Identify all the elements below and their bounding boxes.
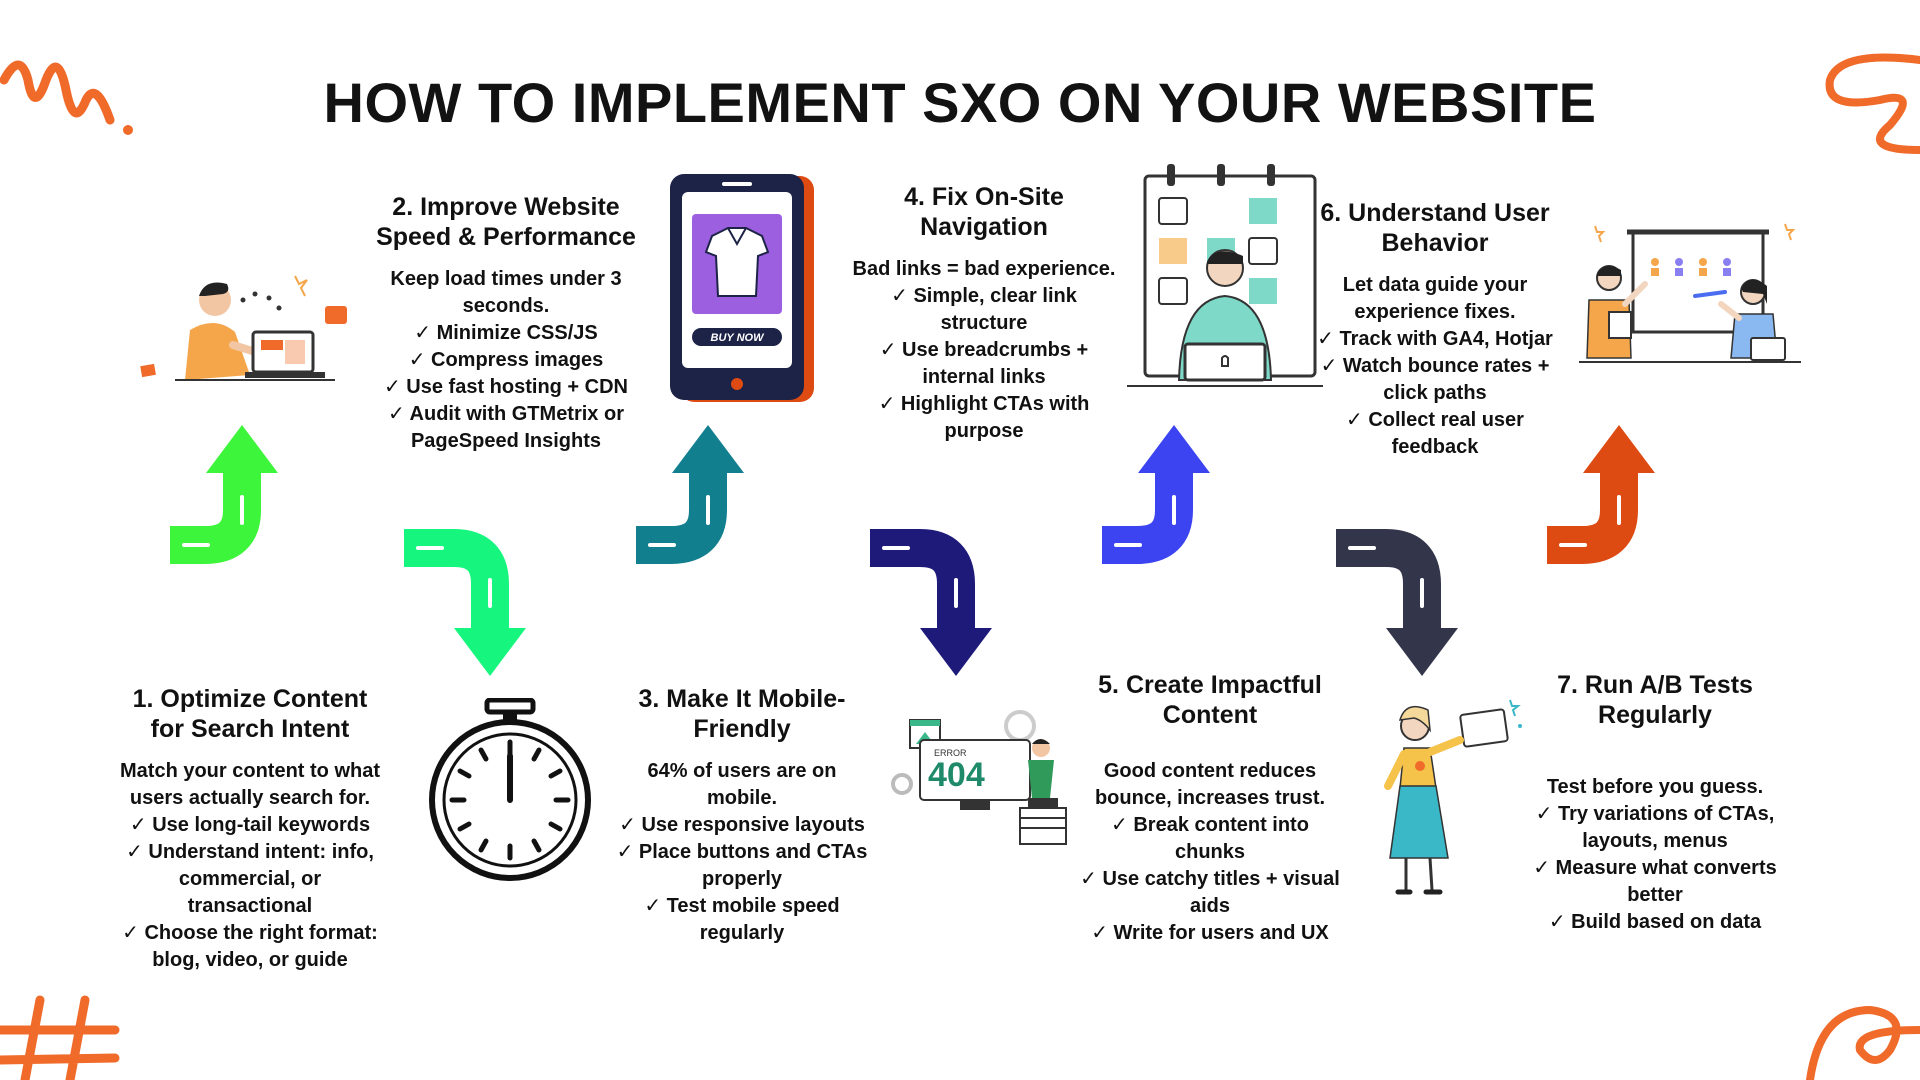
step-3: 3. Make It Mobile- Friendly 64% of users… bbox=[592, 684, 892, 947]
corner-squiggle-top-right bbox=[1825, 53, 1920, 154]
step-1: 1. Optimize Content for Search Intent Ma… bbox=[100, 684, 400, 974]
road-arrow-down-4 bbox=[870, 529, 992, 676]
step-heading: 4. Fix On-Site Navigation bbox=[904, 183, 1064, 241]
step-body: 64% of users are on mobile. ✓ Use respon… bbox=[616, 760, 868, 944]
step-heading: 6. Understand User Behavior bbox=[1320, 199, 1550, 257]
corner-curl-bottom-right bbox=[1806, 1005, 1920, 1080]
road-arrow-up-1 bbox=[170, 425, 278, 564]
corner-squiggle-top-left bbox=[0, 60, 133, 135]
error-code: 404 bbox=[928, 756, 985, 794]
road-arrow-up-3 bbox=[636, 425, 744, 564]
step-body: Test before you guess. ✓ Try variations … bbox=[1533, 776, 1777, 933]
step-5: 5. Create Impactful Content Good content… bbox=[1060, 670, 1360, 947]
road-arrow-up-7 bbox=[1547, 425, 1655, 564]
error-label: ERROR bbox=[934, 748, 967, 758]
road-arrow-down-2 bbox=[404, 529, 526, 676]
step-heading: 5. Create Impactful Content bbox=[1098, 671, 1322, 729]
person-at-laptop-illustration bbox=[140, 275, 347, 381]
road-arrow-up-5 bbox=[1102, 425, 1210, 564]
step-body: Match your content to what users actuall… bbox=[120, 760, 380, 971]
step-heading: 2. Improve Website Speed & Performance bbox=[376, 193, 636, 251]
mobile-phone-shop-illustration: BUY NOW bbox=[670, 174, 814, 402]
step-heading: 1. Optimize Content for Search Intent bbox=[132, 685, 368, 743]
calendar-person-laptop-illustration bbox=[1127, 164, 1323, 387]
team-whiteboard-illustration bbox=[1579, 223, 1801, 363]
presenter-with-board-illustration bbox=[1384, 699, 1522, 895]
stopwatch-icon bbox=[429, 698, 591, 881]
step-body: Let data guide your experience fixes. ✓ … bbox=[1317, 274, 1553, 458]
step-7: 7. Run A/B Tests Regularly Test before y… bbox=[1510, 670, 1800, 936]
corner-hash-bottom-left bbox=[0, 995, 120, 1080]
step-heading: 7. Run A/B Tests Regularly bbox=[1557, 671, 1753, 729]
error-404-illustration: ERROR 404 bbox=[891, 710, 1067, 845]
step-body: Bad links = bad experience. ✓ Simple, cl… bbox=[852, 258, 1116, 442]
step-body: Good content reduces bounce, increases t… bbox=[1080, 760, 1340, 944]
page-title: HOW TO IMPLEMENT SXO ON YOUR WEBSITE bbox=[323, 71, 1597, 134]
buy-now-label: BUY NOW bbox=[711, 332, 766, 344]
step-heading: 3. Make It Mobile- Friendly bbox=[638, 685, 846, 743]
step-body: Keep load times under 3 seconds. ✓ Minim… bbox=[383, 268, 628, 452]
step-6: 6. Understand User Behavior Let data gui… bbox=[1290, 198, 1580, 461]
step-2: 2. Improve Website Speed & Performance K… bbox=[356, 192, 656, 455]
road-arrow-down-6 bbox=[1336, 529, 1458, 676]
step-4: 4. Fix On-Site Navigation Bad links = ba… bbox=[834, 182, 1134, 445]
